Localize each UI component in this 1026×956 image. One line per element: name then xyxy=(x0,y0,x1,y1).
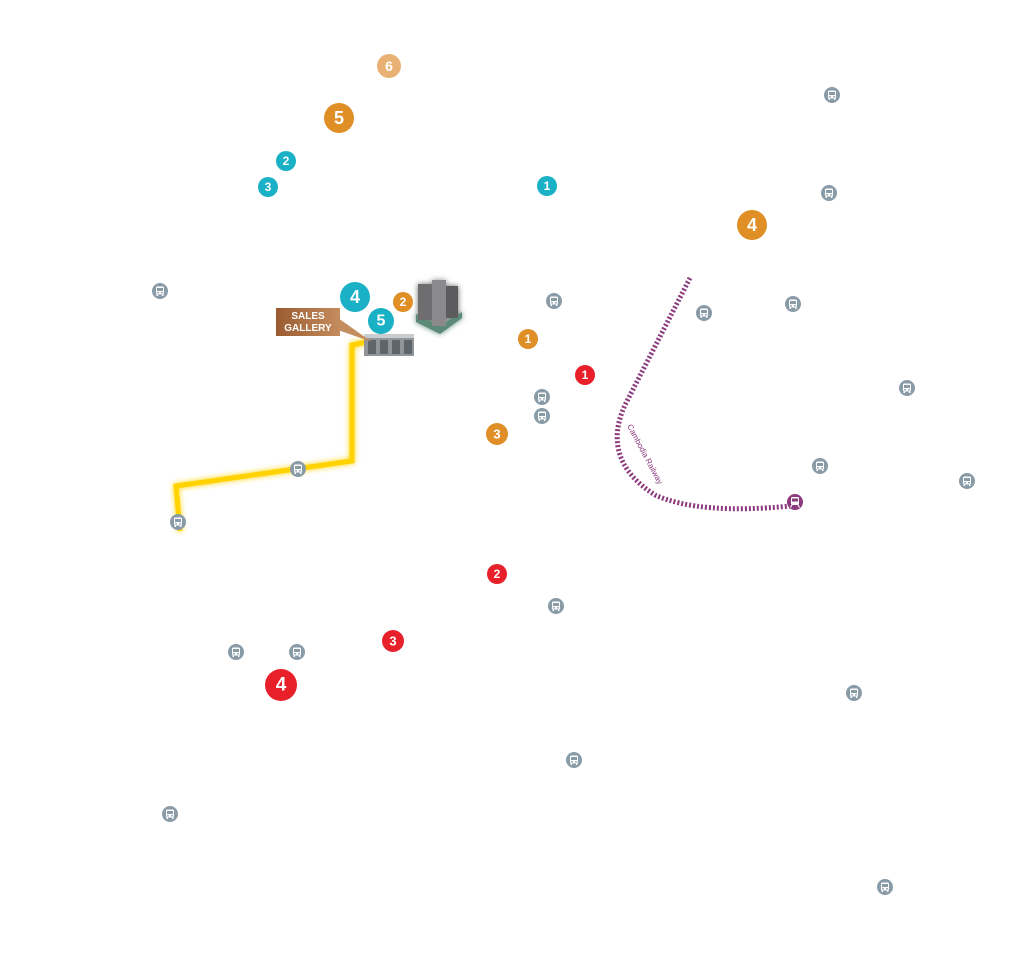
svg-text:6: 6 xyxy=(385,58,393,74)
landmark-marker-2[interactable]: 2 xyxy=(487,564,507,584)
bus-stop-icon[interactable] xyxy=(546,293,562,309)
svg-text:3: 3 xyxy=(493,427,500,442)
svg-text:5: 5 xyxy=(334,108,344,128)
bus-stop-icon[interactable] xyxy=(152,283,168,299)
bus-stop-icon[interactable] xyxy=(959,473,975,489)
svg-text:4: 4 xyxy=(350,287,360,307)
landmark-marker-4[interactable]: 4 xyxy=(265,669,297,701)
amenity-marker-4[interactable]: 4 xyxy=(737,210,767,240)
sales-gallery-line2: GALLERY xyxy=(284,323,332,334)
bus-stop-icon[interactable] xyxy=(548,598,564,614)
bus-stop-icon[interactable] xyxy=(290,461,306,477)
amenity-marker-6[interactable]: 6 xyxy=(377,54,401,78)
svg-text:3: 3 xyxy=(265,180,272,194)
amenity-marker-2[interactable]: 2 xyxy=(393,292,413,312)
railway-label: Cambodia Railway xyxy=(625,423,664,486)
attraction-marker-3[interactable]: 3 xyxy=(258,177,278,197)
svg-text:2: 2 xyxy=(494,567,501,581)
svg-text:4: 4 xyxy=(276,675,287,696)
bus-stop-icon[interactable] xyxy=(170,514,186,530)
walking-route xyxy=(173,336,381,532)
svg-text:2: 2 xyxy=(400,295,407,309)
landmark-marker-1[interactable]: 1 xyxy=(575,365,595,385)
amenity-marker-1[interactable]: 1 xyxy=(518,329,538,349)
sales-gallery-line1: SALES xyxy=(291,311,325,322)
bus-stop-icon[interactable] xyxy=(877,879,893,895)
bus-stop-icon[interactable] xyxy=(162,806,178,822)
train-station-icon[interactable] xyxy=(787,494,803,510)
bus-stop-icon[interactable] xyxy=(846,685,862,701)
svg-text:3: 3 xyxy=(389,634,396,649)
bus-stop-icon[interactable] xyxy=(812,458,828,474)
sales-gallery-building xyxy=(364,334,414,356)
cambodia-railway-line xyxy=(614,276,791,512)
bus-stop-icon[interactable] xyxy=(696,305,712,321)
bus-stop-icon[interactable] xyxy=(289,644,305,660)
sales-gallery-label[interactable]: SALES GALLERY xyxy=(276,308,340,336)
svg-text:1: 1 xyxy=(582,368,589,382)
bus-stop-icon[interactable] xyxy=(899,380,915,396)
amenity-marker-3[interactable]: 3 xyxy=(486,423,508,445)
svg-text:1: 1 xyxy=(525,332,532,346)
bus-stop-icon[interactable] xyxy=(785,296,801,312)
amenity-marker-5[interactable]: 5 xyxy=(324,103,354,133)
attraction-marker-4[interactable]: 4 xyxy=(340,282,370,312)
sales-gallery-pointer xyxy=(338,318,372,342)
bus-stop-icon[interactable] xyxy=(824,87,840,103)
bus-stop-icon[interactable] xyxy=(534,408,550,424)
svg-text:1: 1 xyxy=(544,179,551,193)
svg-text:5: 5 xyxy=(377,313,386,330)
landmark-marker-3[interactable]: 3 xyxy=(382,630,404,652)
bus-stop-icon[interactable] xyxy=(534,389,550,405)
bus-stop-icon[interactable] xyxy=(228,644,244,660)
svg-text:2: 2 xyxy=(283,154,290,168)
bus-stop-icon[interactable] xyxy=(566,752,582,768)
attraction-marker-5[interactable]: 5 xyxy=(368,308,394,334)
bus-stop-icon[interactable] xyxy=(821,185,837,201)
attraction-marker-1[interactable]: 1 xyxy=(537,176,557,196)
svg-text:4: 4 xyxy=(747,215,757,235)
attraction-marker-2[interactable]: 2 xyxy=(276,151,296,171)
condominium-tower xyxy=(416,280,462,334)
